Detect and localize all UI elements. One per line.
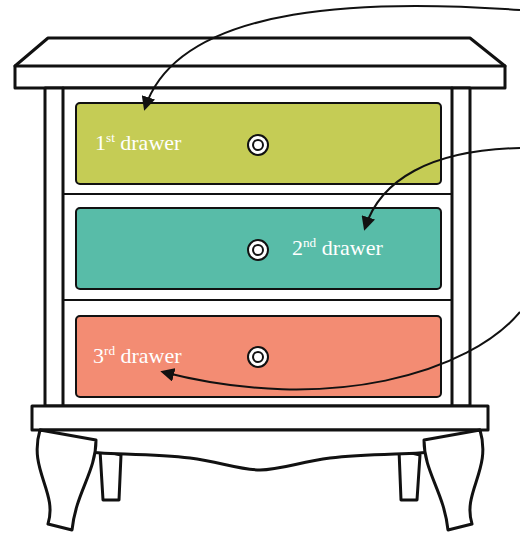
front-leg bbox=[37, 430, 96, 530]
apron bbox=[40, 430, 480, 470]
front-leg bbox=[424, 430, 483, 530]
leader-arrow bbox=[365, 148, 520, 228]
label-rest: drawer bbox=[115, 343, 182, 368]
ordinal-suffix: st bbox=[106, 130, 115, 145]
drawer-label: 2nd drawer bbox=[292, 235, 383, 261]
side-post bbox=[63, 88, 452, 406]
leader-arrow bbox=[163, 312, 520, 389]
drawer-label: 1st drawer bbox=[95, 130, 181, 156]
ordinal-suffix: rd bbox=[104, 343, 115, 358]
drawer-knob-center bbox=[253, 245, 263, 255]
label-rest: drawer bbox=[316, 235, 383, 260]
drawer-front: 1st drawer bbox=[75, 102, 442, 185]
drawer-knob bbox=[248, 347, 268, 367]
back-leg bbox=[399, 450, 420, 500]
ordinal-number: 1 bbox=[95, 130, 106, 155]
drawer-knob bbox=[248, 135, 268, 155]
back-leg bbox=[100, 450, 121, 500]
label-rest: drawer bbox=[115, 130, 182, 155]
leader-arrow bbox=[145, 6, 520, 108]
ordinal-number: 3 bbox=[93, 343, 104, 368]
drawer-knob-center bbox=[253, 352, 263, 362]
ordinal-number: 2 bbox=[292, 235, 303, 260]
table-top-edge bbox=[15, 65, 505, 68]
drawer-knob bbox=[248, 240, 268, 260]
drawer-rail bbox=[63, 194, 452, 300]
dresser-body bbox=[45, 88, 470, 406]
base-molding bbox=[32, 406, 488, 430]
drawer-front: 3rd drawer bbox=[75, 315, 442, 398]
drawer-front: 2nd drawer bbox=[75, 207, 442, 290]
ordinal-suffix: nd bbox=[303, 235, 316, 250]
drawer-label: 3rd drawer bbox=[93, 343, 182, 369]
table-top bbox=[15, 38, 505, 88]
drawer-knob-center bbox=[253, 140, 263, 150]
